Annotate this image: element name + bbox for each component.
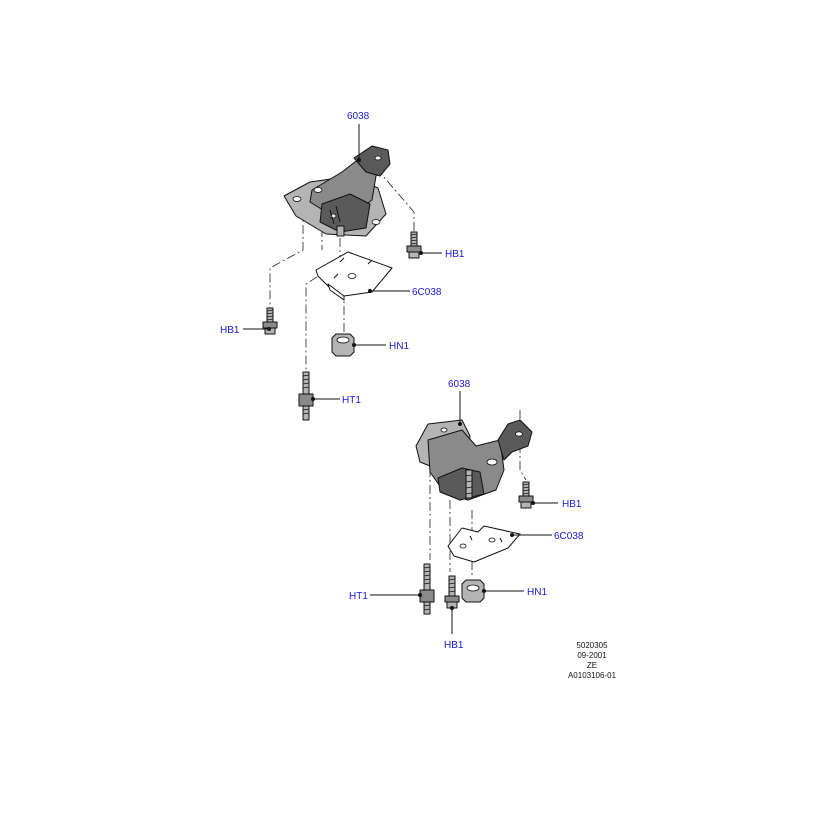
label-upper-bolt-right: HB1 (445, 249, 465, 260)
callout-leaders (243, 124, 558, 634)
label-lower-stud: HT1 (349, 591, 368, 602)
lower-bolt-bottom-hb1 (444, 575, 460, 609)
lower-stud-ht1 (419, 563, 435, 615)
lower-bracket-plate-6C038 (447, 525, 521, 563)
label-upper-bracket: 6038 (347, 111, 370, 122)
label-lower-bracket-plate: 6C038 (554, 531, 584, 542)
upper-bolt-right-hb1 (406, 231, 422, 259)
label-lower-nut: HN1 (527, 587, 547, 598)
upper-stud-ht1 (298, 371, 314, 421)
centerline-upper-left-bolt (269, 208, 304, 308)
reference-date: 09-2001 (577, 651, 607, 660)
lower-bracket-6038 (415, 419, 533, 501)
reference-number: 5020305 (576, 641, 608, 650)
centerline-upper-stud (305, 238, 341, 372)
upper-bracket-plate-6C038 (315, 251, 393, 301)
label-upper-nut: HN1 (389, 341, 409, 352)
label-lower-bolt-bottom: HB1 (444, 640, 464, 651)
label-upper-bracket-plate: 6C038 (412, 287, 442, 298)
label-lower-bracket: 6038 (448, 379, 471, 390)
upper-nut-hn1 (331, 333, 355, 357)
reference-block: 5020305 09-2001 ZE A0103106-01 (568, 641, 617, 680)
lower-nut-hn1 (461, 579, 485, 603)
label-lower-bolt-right: HB1 (562, 499, 582, 510)
reference-code: ZE (587, 661, 597, 670)
reference-drawing-id: A0103106-01 (568, 671, 617, 680)
centerline-upper-right-bolt (375, 167, 415, 238)
label-upper-bolt-left: HB1 (220, 325, 240, 336)
label-upper-stud: HT1 (342, 395, 361, 406)
upper-bracket-6038 (283, 145, 391, 237)
lower-bolt-right-hb1 (518, 481, 534, 509)
